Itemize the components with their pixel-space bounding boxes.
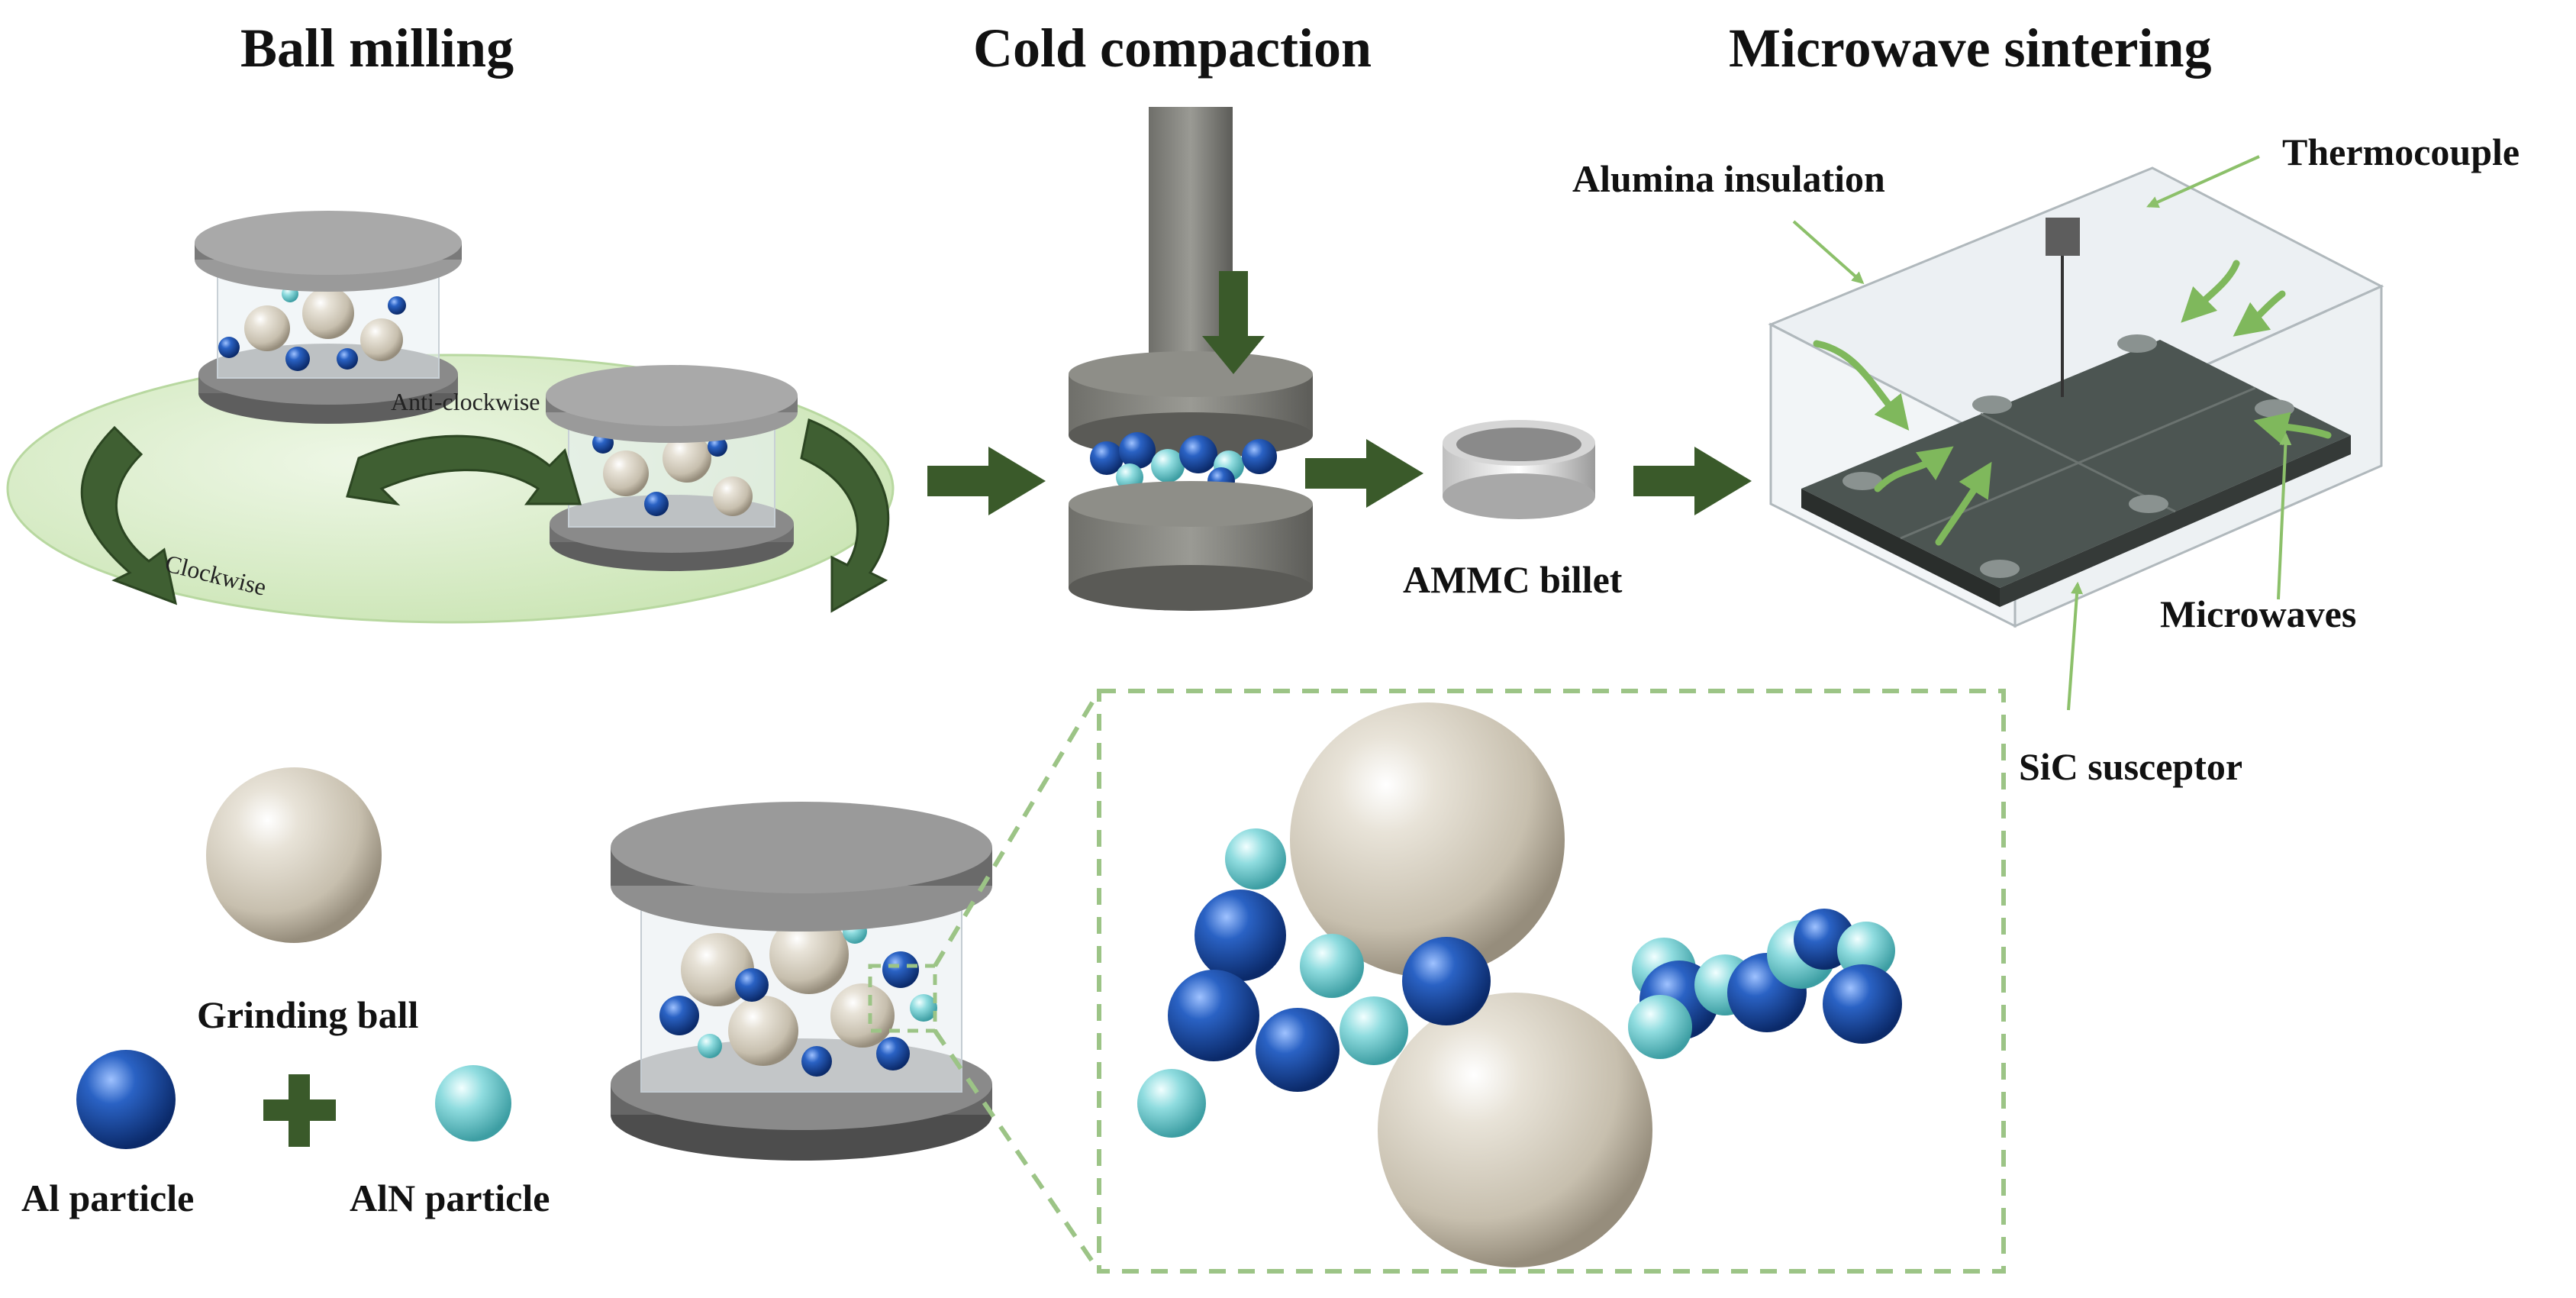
aln-particle-label: AlN particle <box>350 1177 550 1219</box>
ammc-billet <box>1443 420 1595 519</box>
rotation-arrow-right <box>800 418 890 613</box>
rotation-arrow-center <box>346 434 582 506</box>
zoom-source-box <box>868 964 937 1033</box>
flow-arrow-2 <box>1305 439 1423 508</box>
stage-title-microwave-sintering: Microwave sintering <box>1729 18 2212 79</box>
stage-title-ball-milling: Ball milling <box>240 18 514 79</box>
flow-arrow-1 <box>927 447 1046 515</box>
milling-jar-1 <box>195 211 462 424</box>
sic-susceptor-label: SiC susceptor <box>2019 745 2243 788</box>
ball-milling-section <box>6 211 895 624</box>
zoom-detail <box>1137 702 1902 1267</box>
rotation-arrow-left <box>80 425 178 605</box>
stage-title-cold-compaction: Cold compaction <box>973 18 1372 79</box>
flow-arrow-3 <box>1633 447 1752 515</box>
cold-compaction-section <box>1069 107 1313 611</box>
anti-clockwise-label: Anti-clockwise <box>391 388 540 415</box>
plus-icon <box>263 1074 336 1147</box>
press-force-arrow <box>1202 271 1265 374</box>
jar-detail <box>611 802 992 1161</box>
microwave-sintering-section <box>1768 155 2384 711</box>
label-leaders <box>1792 155 2292 711</box>
zoom-connectors <box>933 689 2006 1274</box>
grinding-ball-icon <box>206 767 382 943</box>
grinding-ball-label: Grinding ball <box>197 993 419 1036</box>
milling-jar-2 <box>546 365 798 571</box>
al-particle-label: Al particle <box>21 1177 195 1219</box>
thermocouple-label: Thermocouple <box>2282 131 2520 173</box>
legend <box>76 767 511 1149</box>
microwave-arrows <box>1813 260 2332 546</box>
al-particle-icon <box>76 1050 176 1149</box>
compacted-powder <box>1090 432 1277 495</box>
thermocouple <box>2046 218 2080 397</box>
lower-punch <box>1069 481 1313 611</box>
zoom-box <box>1097 689 2006 1274</box>
ammc-billet-label: AMMC billet <box>1403 558 1623 601</box>
alumina-insulation-label: Alumina insulation <box>1572 157 1885 200</box>
aln-particle-icon <box>435 1065 511 1141</box>
microwaves-label: Microwaves <box>2160 592 2357 635</box>
